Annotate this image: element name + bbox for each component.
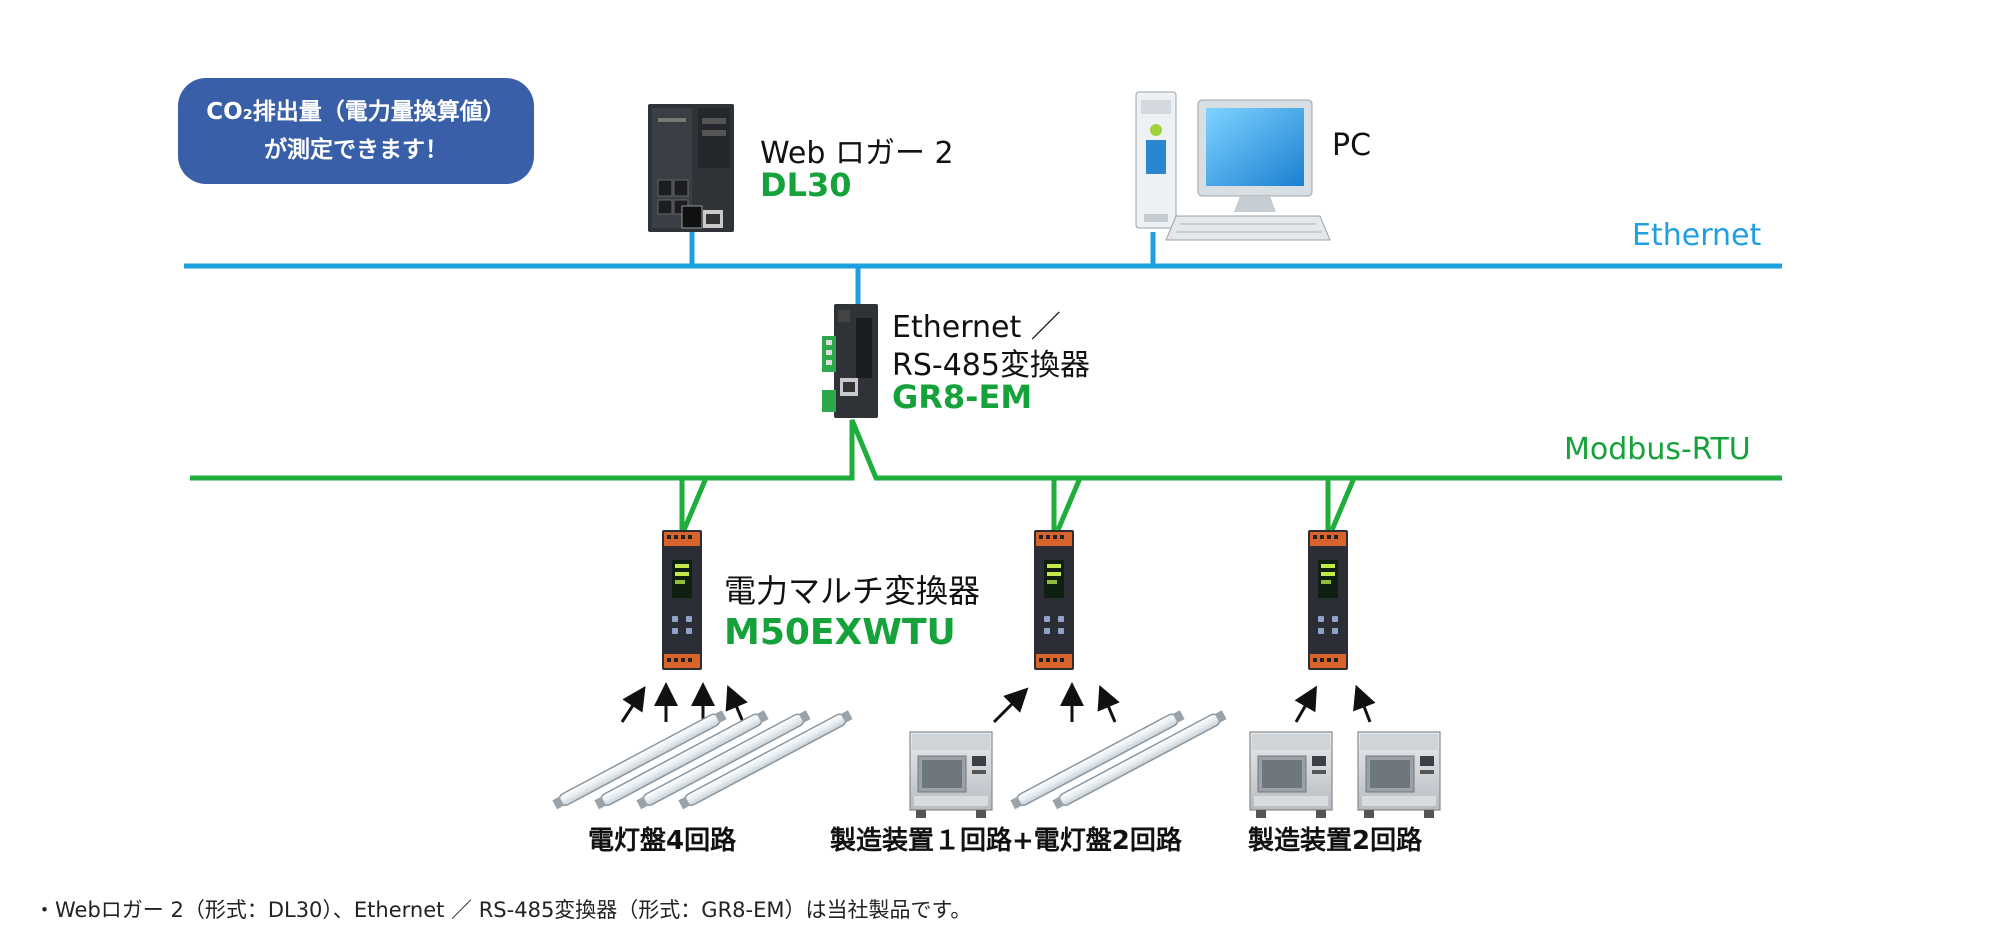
transducer-model: M50EXWTU <box>724 612 956 653</box>
converter-name-line-1: Ethernet ／ <box>892 310 1061 345</box>
transducer-name: 電力マルチ変換器 <box>724 572 981 610</box>
group-2-label: 製造装置１回路+電灯盤2回路 <box>830 826 1182 856</box>
transducer-2-image <box>1034 530 1074 670</box>
logger-model: DL30 <box>760 166 852 204</box>
group-1-label: 電灯盤4回路 <box>588 826 737 856</box>
arrows-group-1 <box>620 682 748 723</box>
pc-name: PC <box>1332 128 1372 163</box>
co2-feature-badge: CO₂排出量（電力量換算値） が測定できます！ <box>178 78 534 184</box>
footnote: ・Webロガー 2（形式：DL30）、Ethernet ／ RS-485変換器（… <box>34 898 972 922</box>
equipment-group-3 <box>1249 731 1441 819</box>
arrows-group-2 <box>992 682 1120 724</box>
modbus-drop-2 <box>1055 477 1083 531</box>
converter-model: GR8-EM <box>892 378 1033 416</box>
modbus-drop-3 <box>1329 477 1357 531</box>
converter-name-line-2: RS-485変換器 <box>892 348 1090 383</box>
transducer-3-image <box>1308 530 1348 670</box>
fluorescent-lamps-group-1 <box>551 708 854 811</box>
badge-line-2: が測定できます！ <box>264 137 448 163</box>
logger-name: Web ロガー 2 <box>760 136 954 171</box>
modbus-bus-line <box>190 419 1782 481</box>
modbus-label: Modbus-RTU <box>1564 432 1751 467</box>
pc-device-image <box>1135 91 1331 241</box>
group-3-label: 製造装置2回路 <box>1248 826 1423 856</box>
transducer-1-image <box>662 530 702 670</box>
converter-device-image <box>822 304 878 418</box>
equipment-group-2 <box>909 708 1228 819</box>
arrows-group-3 <box>1294 684 1376 723</box>
ethernet-label: Ethernet <box>1632 218 1762 253</box>
web-logger-device-image <box>648 104 734 232</box>
modbus-drop-1 <box>681 477 709 531</box>
badge-line-1: CO₂排出量（電力量換算値） <box>206 99 506 125</box>
